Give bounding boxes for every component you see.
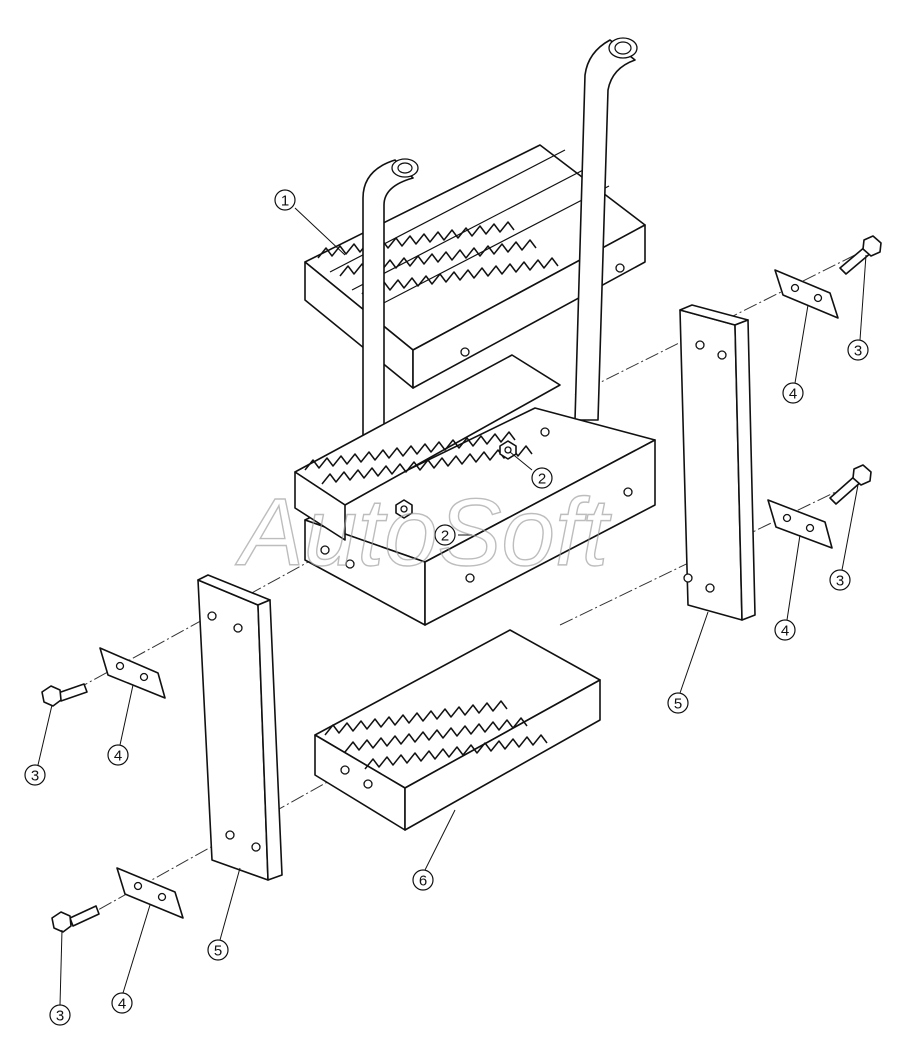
- callout-5-left: 5: [207, 939, 229, 961]
- callout-4-top-right: 4: [782, 382, 804, 404]
- washer-plate-mid-right: [767, 499, 833, 549]
- bolt-mid-right: [829, 464, 872, 505]
- watermark-text: AutoSoft: [235, 479, 612, 586]
- callout-3-top-right-label: 3: [854, 343, 862, 360]
- callout-5-right: 5: [667, 692, 689, 714]
- bottom-step-tray: [314, 629, 601, 831]
- callout-2-lower-label: 2: [441, 528, 449, 545]
- callout-6: 6: [412, 869, 434, 891]
- callout-5-right-label: 5: [674, 696, 682, 713]
- callout-6-label: 6: [419, 873, 427, 890]
- callout-3-mid-right-label: 3: [836, 573, 844, 590]
- callout-3-mid-left: 3: [24, 764, 46, 786]
- washer-plate-top-right: [774, 269, 839, 319]
- callout-3-bottom-left-label: 3: [56, 1008, 64, 1025]
- bolt-top-right: [839, 235, 882, 275]
- washer-plate-mid-left: [99, 647, 166, 699]
- callout-4-mid-left: 4: [107, 744, 129, 766]
- callout-4-top-right-label: 4: [789, 386, 797, 403]
- callout-3-mid-left-label: 3: [31, 768, 39, 785]
- callout-1-label: 1: [281, 193, 289, 210]
- leader-lines: [37, 207, 867, 1006]
- callout-3-mid-right: 3: [829, 569, 851, 591]
- callout-4-bottom-left-label: 4: [118, 996, 126, 1013]
- hex-nut-lower: [395, 499, 413, 519]
- bolt-mid-left: [41, 683, 88, 707]
- callout-1: 1: [274, 189, 296, 211]
- right-side-bracket: [679, 304, 756, 621]
- callout-4-mid-left-label: 4: [114, 748, 122, 765]
- callout-4-mid-right-label: 4: [781, 623, 789, 640]
- callout-2-lower: 2: [434, 524, 456, 546]
- callout-4-mid-right: 4: [774, 619, 796, 641]
- bolt-bottom-left: [51, 905, 100, 933]
- callout-2-upper-label: 2: [538, 471, 546, 488]
- callout-3-bottom-left: 3: [49, 1004, 71, 1026]
- callout-4-bottom-left: 4: [111, 992, 133, 1014]
- left-side-bracket: [197, 574, 283, 881]
- callout-2-upper: 2: [531, 467, 553, 489]
- callout-3-top-right: 3: [847, 339, 869, 361]
- washer-plate-bottom-left: [116, 867, 184, 919]
- callout-5-left-label: 5: [214, 943, 222, 960]
- hex-nut-upper: [499, 440, 517, 460]
- middle-step-box: [294, 354, 656, 626]
